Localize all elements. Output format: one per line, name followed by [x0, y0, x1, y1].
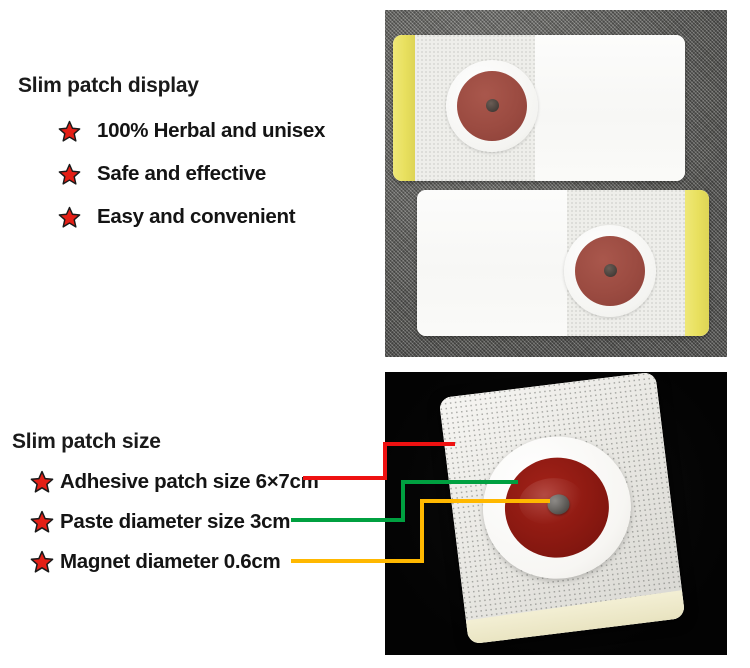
photo-patch-pair	[385, 10, 727, 357]
patch-lower-yellow-tab	[685, 190, 709, 336]
slim-patch-size-section: Slim patch size Adhesive patch size 6×7c…	[12, 430, 319, 573]
patch-upper-magnet	[486, 99, 499, 112]
size-bullet-magnet-diameter: Magnet diameter 0.6cm	[30, 550, 281, 574]
patch-tilted-paste-disc	[499, 451, 615, 564]
star-icon	[58, 163, 81, 186]
display-bullet-1: 100% Herbal and unisex	[58, 119, 325, 143]
display-bullet-3-label: Easy and convenient	[97, 205, 296, 228]
star-icon	[30, 510, 54, 534]
star-icon	[30, 470, 54, 494]
patch-lower	[417, 190, 709, 336]
size-bullet-paste-diameter-label: Paste diameter size 3cm	[60, 510, 291, 533]
photo-patch-single	[385, 372, 727, 655]
display-bullet-2: Safe and effective	[58, 162, 266, 186]
display-bullet-2-label: Safe and effective	[97, 162, 266, 185]
size-bullet-paste-diameter: Paste diameter size 3cm	[30, 510, 290, 534]
patch-lower-magnet	[604, 264, 617, 277]
patch-tilted-magnet	[546, 493, 571, 516]
patch-tilted	[438, 372, 686, 645]
star-icon	[30, 550, 54, 574]
size-section-heading: Slim patch size	[12, 430, 161, 453]
display-bullet-3: Easy and convenient	[58, 205, 296, 229]
slim-patch-display-section: Slim patch display 100% Herbal and unise…	[18, 74, 325, 228]
size-bullet-magnet-diameter-label: Magnet diameter 0.6cm	[60, 550, 281, 573]
star-icon	[58, 206, 81, 229]
star-icon	[58, 120, 81, 143]
size-bullet-adhesive-patch: Adhesive patch size 6×7cm	[30, 470, 319, 494]
display-bullet-1-label: 100% Herbal and unisex	[97, 119, 326, 142]
patch-upper	[393, 35, 685, 181]
patch-upper-yellow-tab	[393, 35, 415, 181]
size-bullet-adhesive-patch-label: Adhesive patch size 6×7cm	[60, 470, 319, 493]
display-section-heading: Slim patch display	[18, 74, 199, 97]
patch-lower-cover	[417, 190, 567, 336]
patch-upper-cover	[535, 35, 685, 181]
